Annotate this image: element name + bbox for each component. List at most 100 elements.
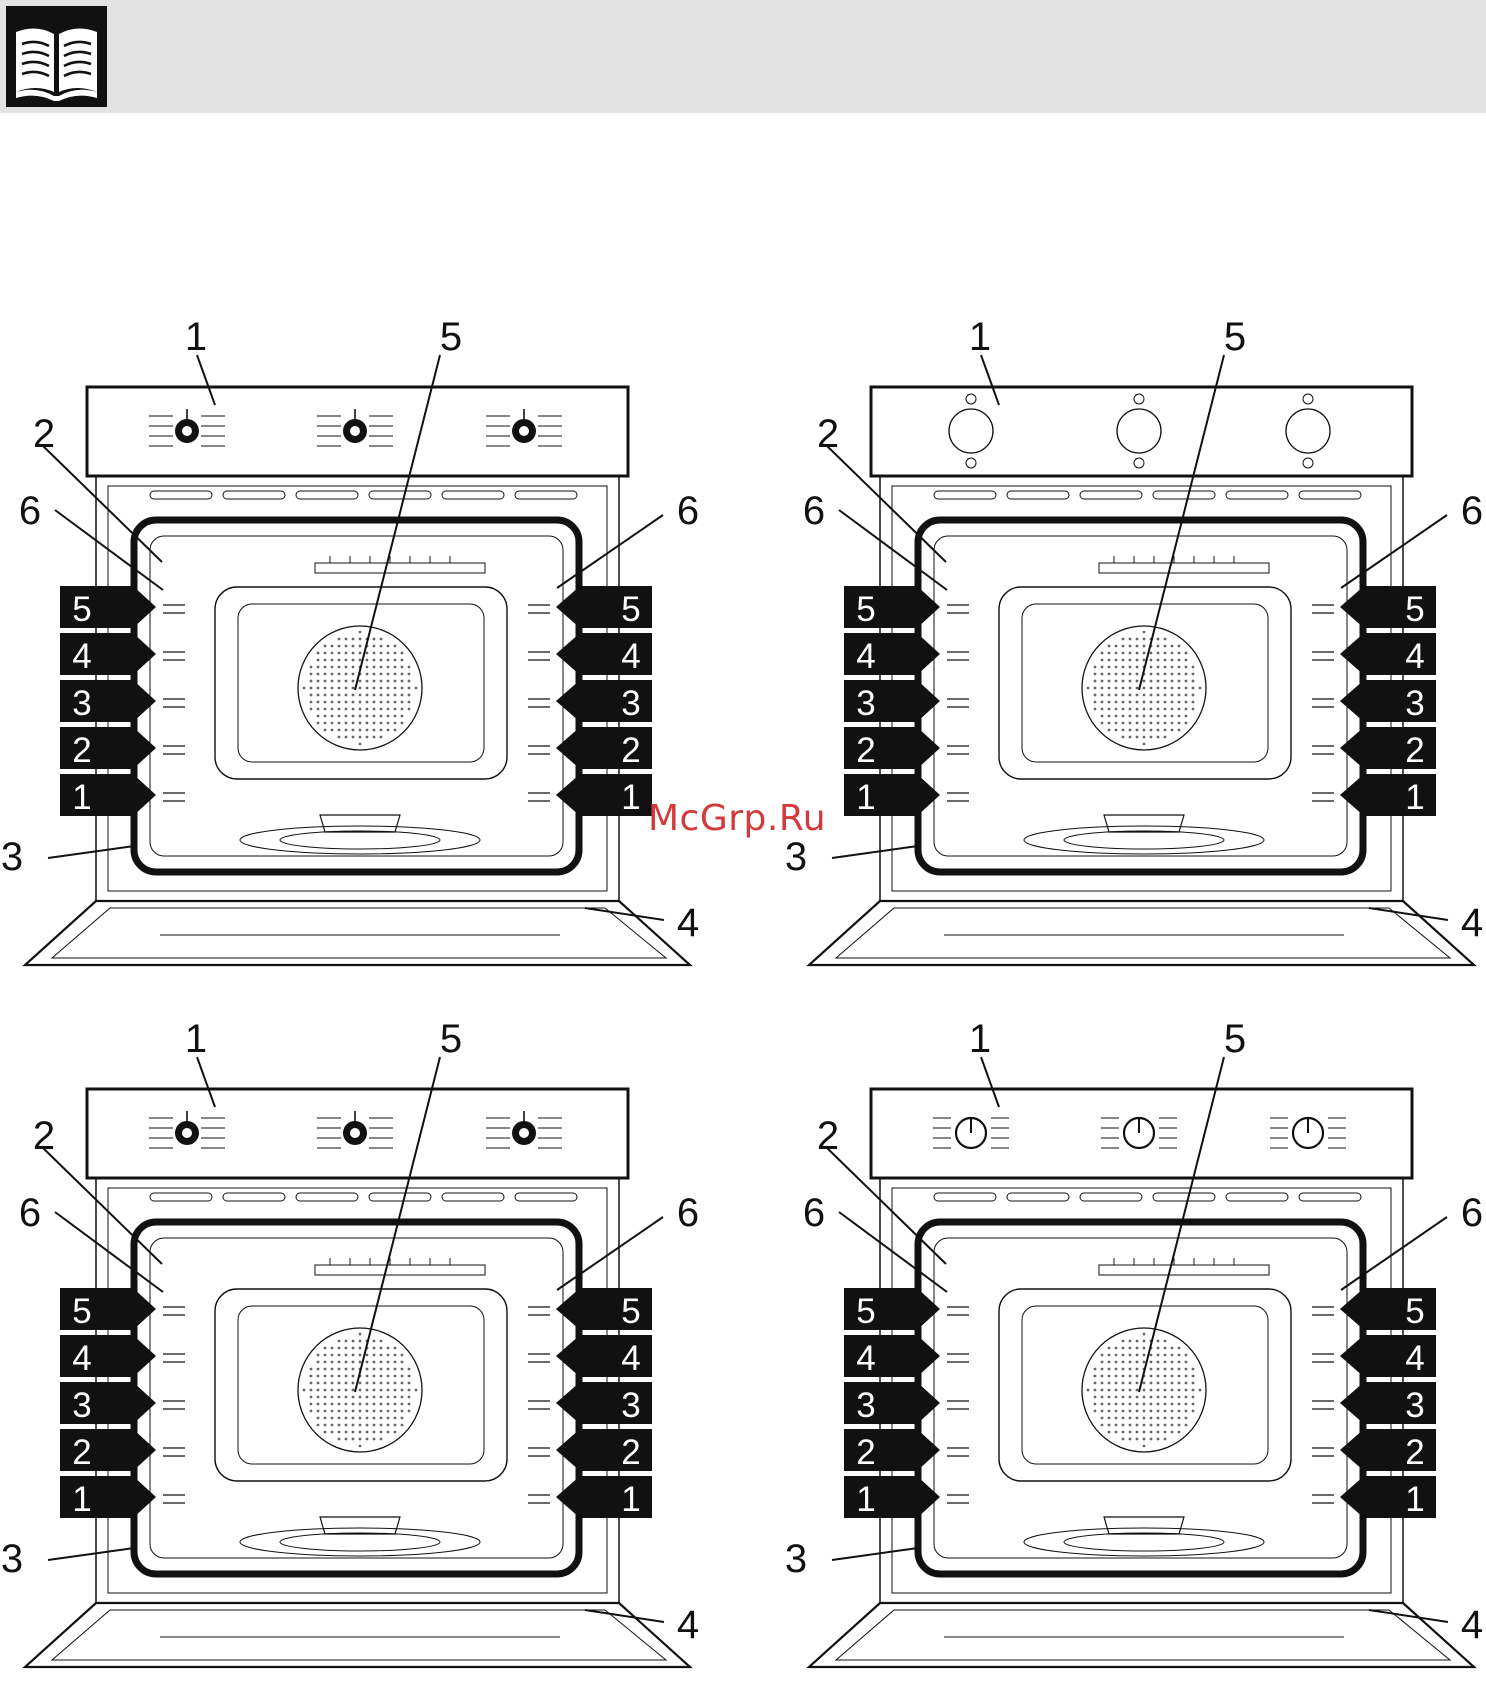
vent-slot	[1299, 491, 1361, 499]
cavity-inner	[934, 1238, 1347, 1558]
leader-4	[585, 908, 664, 920]
callout-6-left: 6	[803, 1191, 825, 1235]
vent-slot	[515, 491, 577, 499]
vent-slot	[1153, 1193, 1215, 1201]
door-inner	[836, 908, 1450, 958]
level-label-right: 2	[621, 1433, 640, 1472]
vent-slot	[1299, 1193, 1361, 1201]
leader-1	[197, 1057, 215, 1107]
rail-right	[1312, 652, 1334, 660]
knob-center	[350, 426, 360, 436]
door-inner	[52, 908, 666, 958]
level-label-left: 1	[72, 778, 91, 817]
vent-slot	[1007, 1193, 1069, 1201]
rail-left	[947, 1448, 969, 1456]
back-wall-inner	[238, 604, 484, 762]
rail-left	[947, 1354, 969, 1362]
grill-element	[315, 1265, 485, 1275]
oven-frame	[108, 486, 607, 891]
level-label-right: 5	[1405, 590, 1424, 629]
rail-left	[163, 699, 185, 707]
oven-frame	[892, 486, 1391, 891]
callout-5: 5	[440, 315, 462, 359]
level-label-right: 4	[621, 637, 640, 676]
rail-right	[1312, 1354, 1334, 1362]
callout-4: 4	[1461, 901, 1483, 945]
level-label-left: 2	[856, 1433, 875, 1472]
vent-slot	[442, 1193, 504, 1201]
rail-right	[1312, 1307, 1334, 1315]
callout-6-right: 6	[677, 1191, 699, 1235]
rail-left	[163, 1354, 185, 1362]
level-label-right: 5	[1405, 1292, 1424, 1331]
knob-center	[182, 426, 192, 436]
level-label-right: 2	[1405, 1433, 1424, 1472]
vent-slot	[934, 491, 996, 499]
back-wall-inner	[238, 1306, 484, 1464]
door-inner	[52, 1610, 666, 1660]
knob-center	[519, 1128, 529, 1138]
knob-center	[350, 1128, 360, 1138]
leader-1	[981, 355, 999, 405]
fan-grille	[303, 631, 418, 746]
leader-4	[1369, 1610, 1448, 1622]
vent-slot	[296, 491, 358, 499]
knob-symbol	[1303, 458, 1313, 468]
rail-right	[1312, 793, 1334, 801]
callout-1: 1	[185, 1017, 207, 1061]
rail-left	[947, 793, 969, 801]
callout-4: 4	[1461, 1603, 1483, 1647]
rail-left	[947, 605, 969, 613]
vent-slot	[223, 1193, 285, 1201]
callout-1: 1	[969, 1017, 991, 1061]
leader-3	[48, 1548, 134, 1560]
rail-right	[528, 699, 550, 707]
level-label-left: 4	[72, 637, 91, 676]
vent-slot	[1080, 491, 1142, 499]
rail-left	[163, 793, 185, 801]
vent-slot	[1080, 1193, 1142, 1201]
vent-slot	[1226, 491, 1288, 499]
level-label-right: 1	[621, 778, 640, 817]
knob-center	[182, 1128, 192, 1138]
rail-left	[163, 1495, 185, 1503]
rail-left	[947, 652, 969, 660]
callout-3: 3	[785, 835, 807, 879]
vent-slot	[223, 491, 285, 499]
grill-element	[1099, 563, 1269, 573]
leader-4	[585, 1610, 664, 1622]
callout-5: 5	[440, 1017, 462, 1061]
callout-6-left: 6	[19, 489, 41, 533]
knob-symbol	[966, 394, 976, 404]
rail-right	[528, 1448, 550, 1456]
knob-symbol	[1134, 458, 1144, 468]
level-label-right: 3	[621, 1386, 640, 1425]
vent-slot	[1007, 491, 1069, 499]
rail-left	[163, 652, 185, 660]
knob	[1286, 409, 1330, 453]
vent-slot	[369, 491, 431, 499]
vent-slot	[515, 1193, 577, 1201]
level-label-left: 5	[72, 590, 91, 629]
level-label-left: 2	[72, 731, 91, 770]
level-label-right: 5	[621, 1292, 640, 1331]
rail-right	[1312, 1401, 1334, 1409]
oven-frame	[892, 1188, 1391, 1593]
callout-4: 4	[677, 1603, 699, 1647]
rail-right	[1312, 746, 1334, 754]
control-panel	[871, 1089, 1412, 1178]
callout-3: 3	[1, 835, 23, 879]
oven-body	[96, 476, 619, 901]
rail-right	[1312, 605, 1334, 613]
level-label-left: 3	[72, 1386, 91, 1425]
rail-left	[947, 1401, 969, 1409]
fan-grille	[1087, 631, 1202, 746]
floor-ring	[1024, 826, 1264, 854]
fan-grille	[303, 1333, 418, 1448]
rail-right	[528, 1401, 550, 1409]
leader-4	[1369, 908, 1448, 920]
grill-element	[315, 563, 485, 573]
